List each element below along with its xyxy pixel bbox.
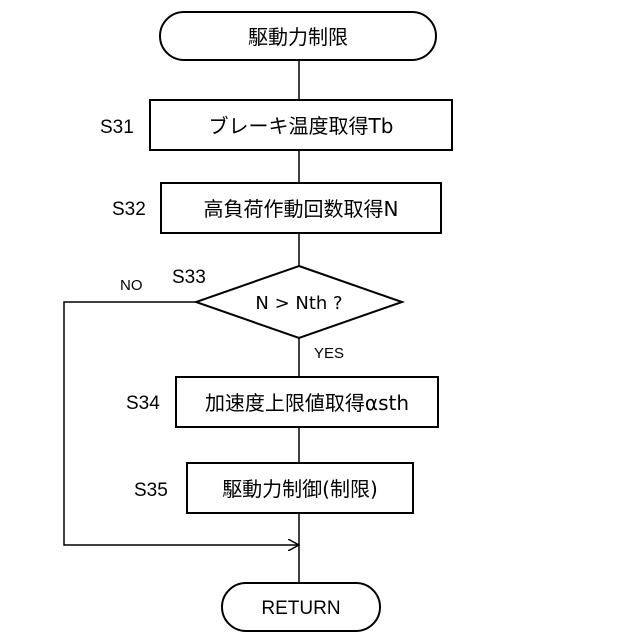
step-id-s32: S32 bbox=[112, 199, 146, 220]
process-label-s31: ブレーキ温度取得Tb bbox=[209, 114, 394, 138]
process-label-s32: 高負荷作動回数取得N bbox=[204, 197, 399, 221]
end-label: RETURN bbox=[261, 598, 340, 619]
step-id-s35: S35 bbox=[134, 480, 168, 501]
step-id-s31: S31 bbox=[100, 117, 134, 138]
step-id-s33: S33 bbox=[172, 267, 206, 288]
process-label-s34: 加速度上限値取得αsth bbox=[205, 391, 409, 415]
branch-label-no: NO bbox=[120, 277, 143, 294]
process-label-s35: 駆動力制御(制限) bbox=[222, 477, 378, 501]
branch-label-yes: YES bbox=[314, 345, 344, 362]
start-label: 駆動力制限 bbox=[248, 25, 348, 49]
step-id-s34: S34 bbox=[126, 393, 160, 414]
decision-label-s33: N > Nth ? bbox=[255, 293, 342, 314]
